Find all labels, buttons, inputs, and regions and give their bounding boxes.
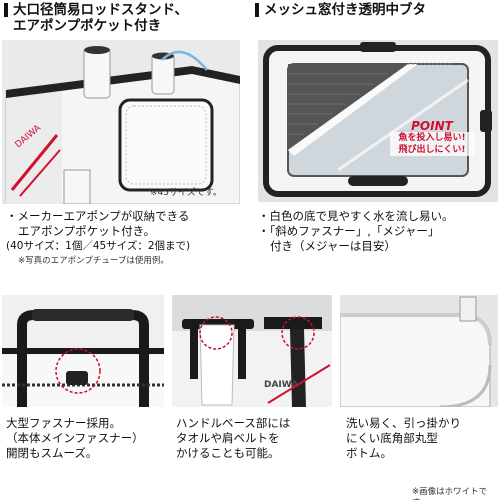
heading-bar: [4, 3, 8, 17]
caption-line: 洗い易く、引っ掛かり: [346, 416, 461, 430]
section-heading-mesh-lid: メッシュ窓付き透明中ブタ: [255, 2, 426, 18]
air-pump-description: ・メーカーエアポンプが収納できる エアポンプポケット付き。 (40サイズ：1個／…: [6, 209, 190, 254]
heading-bar: [255, 3, 259, 17]
section-heading-rod-stand: 大口径筒易ロッドスタンド、 エアポンプポケット付き: [4, 2, 188, 34]
bullet-text: ・白色の底で見やすく水を流し易い。: [258, 209, 454, 223]
point-callout: POINT 魚を投入し易い! 飛び出しにくい!: [390, 120, 474, 156]
photo-large-zipper: [2, 295, 164, 407]
photo-handle-base-towel: DAIWA: [172, 295, 332, 407]
heading-line: 大口径筒易ロッドスタンド、: [13, 2, 188, 18]
caption-line: 大型ファスナー採用。: [6, 416, 121, 430]
bullet-text: ・「斜めファスナー」,「メジャー」: [258, 224, 440, 238]
caption-line: にくい底角部丸型: [346, 431, 438, 445]
mesh-lid-description: ・白色の底で見やすく水を流し易い。 ・「斜めファスナー」,「メジャー」 付き（メ…: [258, 209, 454, 254]
bullet-text: 付き（メジャーは目安）: [270, 239, 396, 253]
point-text: 魚を投入し易い!: [390, 132, 474, 144]
bullet-text: エアポンプポケット付き。: [18, 224, 156, 238]
rounded-bottom-description: 洗い易く、引っ掛かり にくい底角部丸型 ボトム。: [346, 416, 461, 461]
photo-rounded-bottom-corner: [340, 295, 498, 407]
footnote-white-image: ※画像はホワイトです。: [412, 487, 488, 500]
bullet-text: ・メーカーエアポンプが収納できる: [6, 209, 190, 223]
caption-line: ハンドルベース部には: [176, 416, 291, 430]
footnote-air-pump: ※写真のエアポンプチューブは使用例。: [18, 256, 169, 266]
heading-line: エアポンプポケット付き: [13, 18, 162, 34]
caption-line: タオルや肩ベルトを: [176, 431, 280, 445]
caption-line: 開閉もスムーズ。: [6, 446, 98, 460]
photo-transparent-mesh-lid: POINT 魚を投入し易い! 飛び出しにくい!: [258, 40, 498, 202]
svg-text:DAIWA: DAIWA: [264, 380, 298, 390]
caption-line: かけることも可能。: [176, 446, 280, 460]
photo-cooler-air-pump-pocket: DAIWA: [2, 40, 240, 204]
photo-size-note: ※45サイズです。: [150, 188, 222, 198]
heading-line: メッシュ窓付き透明中ブタ: [264, 2, 426, 18]
point-title: POINT: [411, 119, 453, 133]
zipper-description: 大型ファスナー採用。 （本体メインファスナー） 開閉もスムーズ。: [6, 416, 144, 461]
caption-line: ボトム。: [346, 446, 392, 460]
caption-line: （本体メインファスナー）: [6, 431, 144, 445]
bullet-text: (40サイズ：1個／45サイズ：2個まで): [6, 240, 191, 252]
point-text: 飛び出しにくい!: [390, 144, 474, 156]
handle-base-description: ハンドルベース部には タオルや肩ベルトを かけることも可能。: [176, 416, 290, 461]
